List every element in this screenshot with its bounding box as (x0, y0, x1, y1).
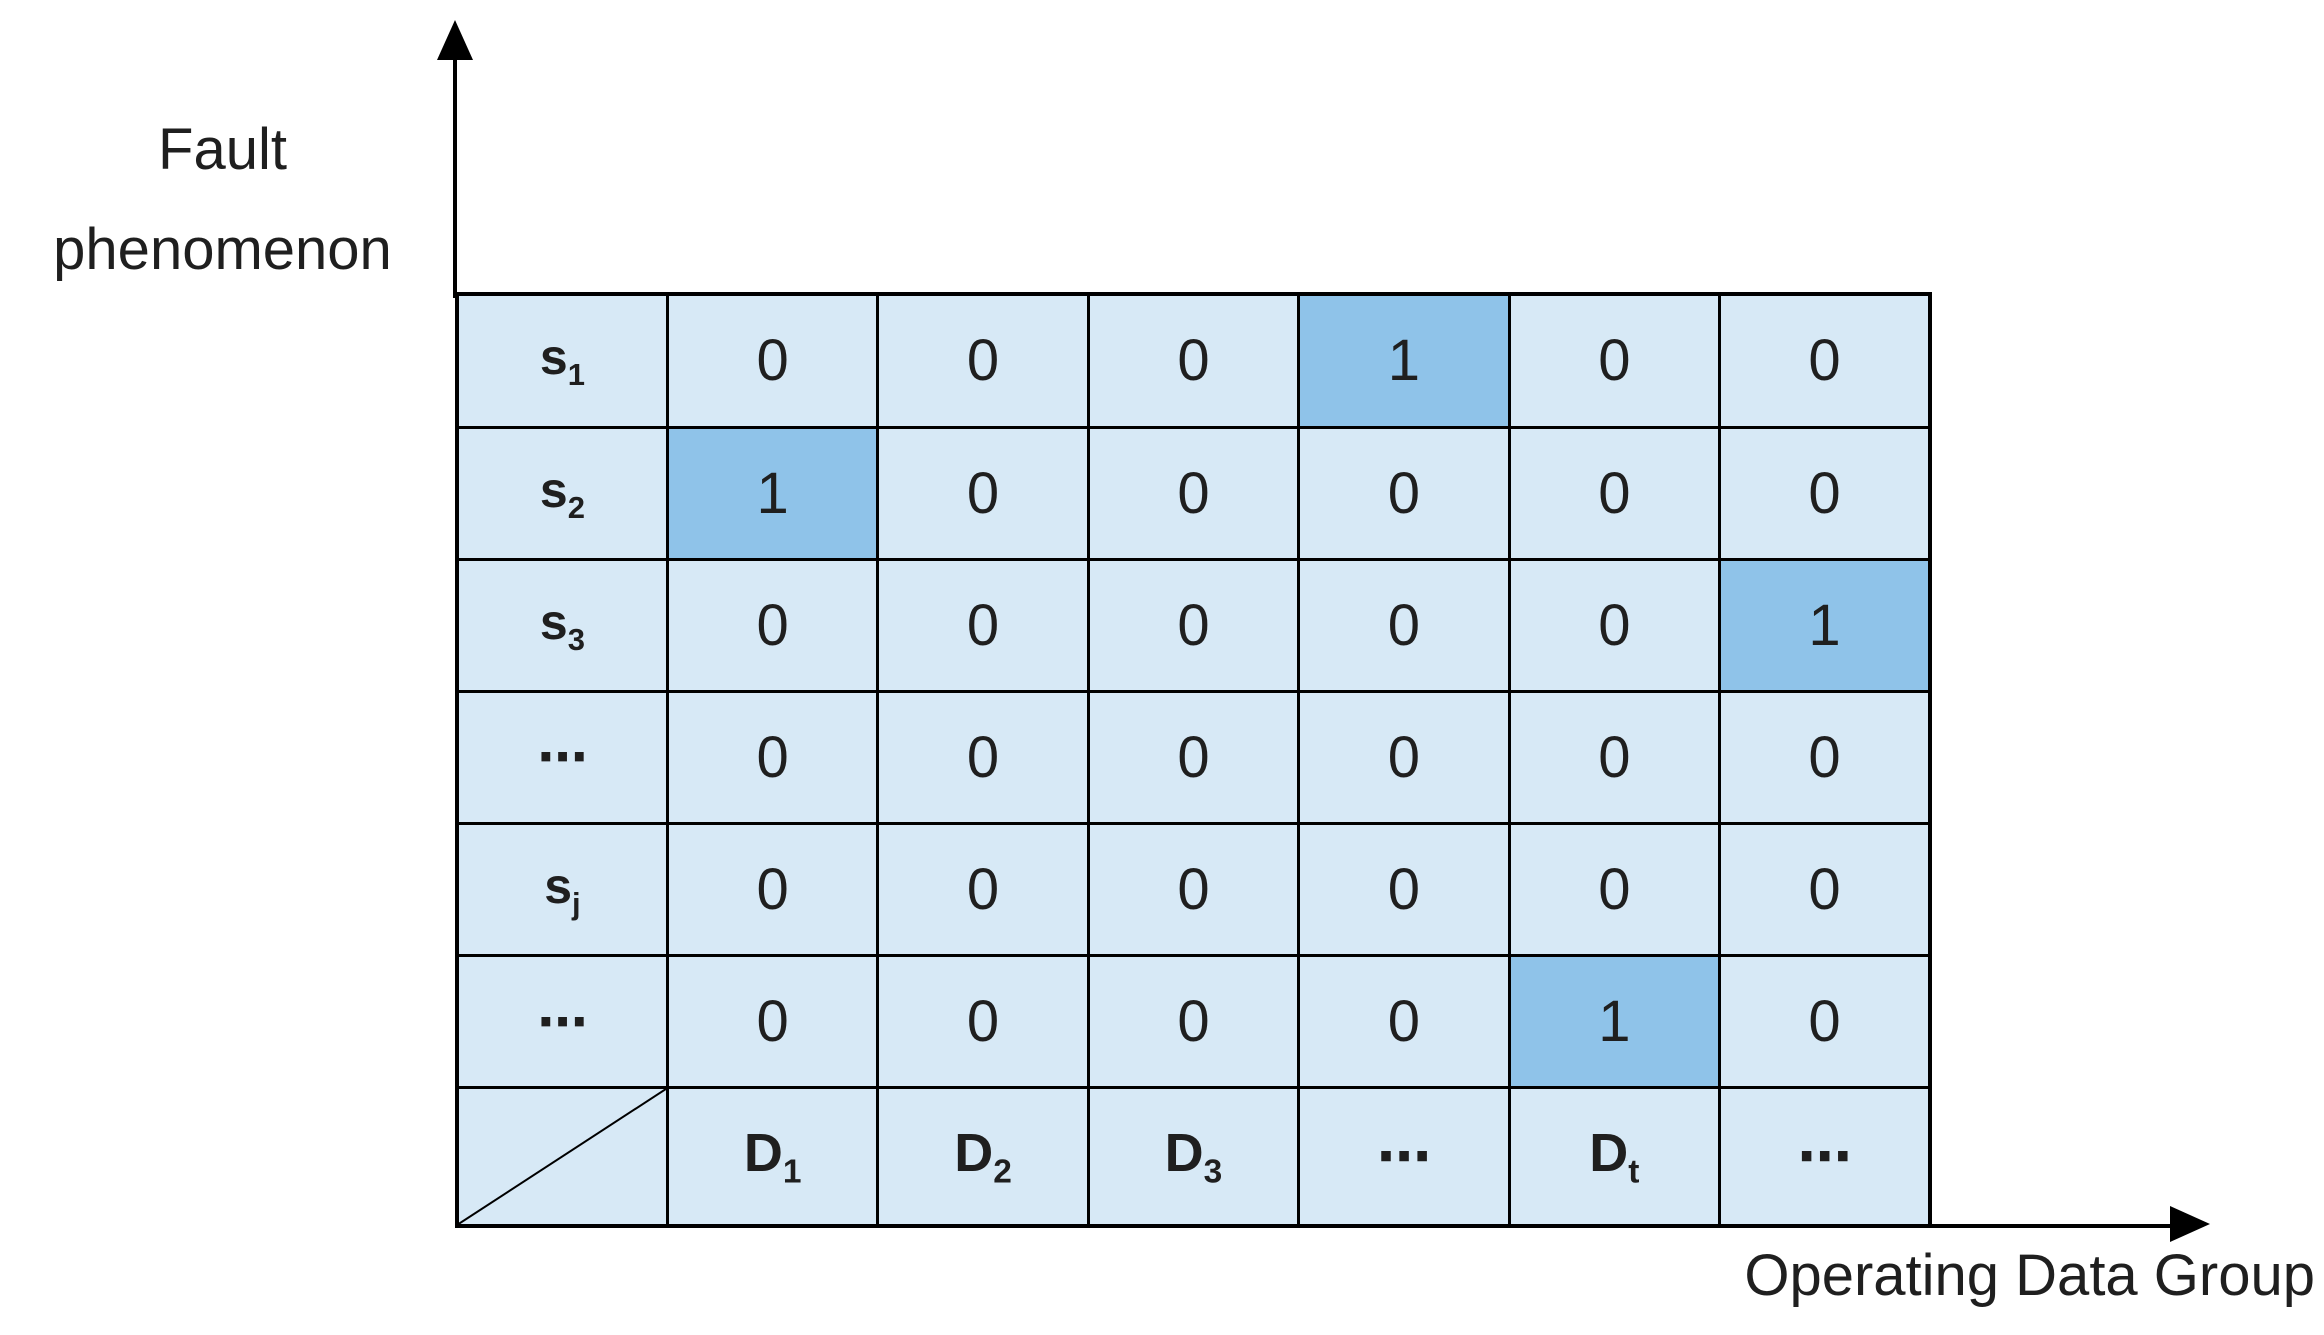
matrix-cell: 0 (1086, 821, 1301, 958)
matrix-cell: 0 (1297, 821, 1511, 958)
matrix-cell: 0 (1086, 292, 1301, 429)
matrix-cell: 0 (665, 954, 880, 1090)
label-subscript: 2 (993, 1153, 1012, 1191)
label-base: s (544, 858, 573, 915)
matrix-cell: 0 (876, 954, 1090, 1090)
label-base: s (539, 329, 568, 386)
y-axis-label-line1: Fault (158, 117, 287, 182)
matrix-cell: 1 (1718, 557, 1932, 693)
row-label: ⋯ (455, 689, 669, 826)
label-base: s (539, 593, 568, 650)
matrix-cell: 0 (1297, 689, 1511, 826)
matrix-cell: 0 (665, 689, 880, 826)
row-label: s3 (455, 557, 669, 693)
y-axis-line (453, 52, 457, 298)
label-subscript: j (572, 885, 581, 921)
matrix-cell: 0 (1297, 557, 1511, 693)
label-subscript: t (1628, 1153, 1640, 1191)
matrix-cell: 0 (1297, 954, 1511, 1090)
matrix-cell: 0 (1507, 557, 1722, 693)
col-label: D2 (876, 1086, 1090, 1228)
y-axis-label: Fault phenomenon (0, 100, 445, 300)
x-axis-label: Operating Data Group (1744, 1243, 2315, 1308)
matrix-cell: 0 (665, 557, 880, 693)
matrix-cell: 0 (1507, 425, 1722, 561)
label-base: D (1589, 1122, 1629, 1183)
col-label: D1 (665, 1086, 880, 1228)
label-subscript: 3 (567, 621, 585, 657)
label-base: D (743, 1122, 783, 1183)
row-label: sj (455, 821, 669, 958)
matrix-cell: 0 (1507, 821, 1722, 958)
matrix-cell: 1 (665, 425, 880, 561)
matrix-cell: 0 (665, 821, 880, 958)
row-label: ⋯ (455, 954, 669, 1090)
col-label: D3 (1086, 1086, 1301, 1228)
matrix-cell: 1 (1297, 292, 1511, 429)
label-base: D (954, 1122, 994, 1183)
label-base: s (539, 461, 568, 518)
matrix-cell: 0 (876, 292, 1090, 429)
matrix-cell: 0 (665, 292, 880, 429)
matrix-cell: 1 (1507, 954, 1722, 1090)
row-label: s1 (455, 292, 669, 429)
x-axis-line (1925, 1224, 2175, 1228)
matrix-cell: 0 (1718, 689, 1932, 826)
matrix-cell: 0 (1718, 425, 1932, 561)
matrix-cell: 0 (1507, 292, 1722, 429)
label-subscript: 1 (567, 357, 585, 393)
matrix-cell: 0 (1297, 425, 1511, 561)
label-subscript: 3 (1203, 1153, 1223, 1191)
label-subscript: 2 (567, 489, 585, 525)
matrix-cell: 0 (876, 425, 1090, 561)
matrix-cell: 0 (1718, 954, 1932, 1090)
row-label: s2 (455, 425, 669, 561)
matrix-cell: 0 (1507, 689, 1722, 826)
corner-cell (455, 1086, 669, 1228)
matrix-cell: 0 (1086, 689, 1301, 826)
matrix-cell: 0 (876, 557, 1090, 693)
col-label: ⋯ (1297, 1086, 1511, 1228)
matrix-cell: 0 (1718, 821, 1932, 958)
matrix-cell: 0 (1086, 425, 1301, 561)
col-label: ⋯ (1718, 1086, 1932, 1228)
col-label: Dt (1507, 1086, 1722, 1228)
x-axis-arrowhead-icon (2170, 1206, 2210, 1242)
label-base: D (1164, 1122, 1204, 1183)
matrix-cell: 0 (1718, 292, 1932, 429)
diagonal-line (459, 1089, 666, 1224)
matrix-cell: 0 (1086, 954, 1301, 1090)
y-axis-label-line2: phenomenon (53, 217, 392, 282)
matrix-cell: 0 (876, 689, 1090, 826)
label-subscript: 1 (782, 1153, 802, 1191)
matrix-cell: 0 (1086, 557, 1301, 693)
matrix-cell: 0 (876, 821, 1090, 958)
